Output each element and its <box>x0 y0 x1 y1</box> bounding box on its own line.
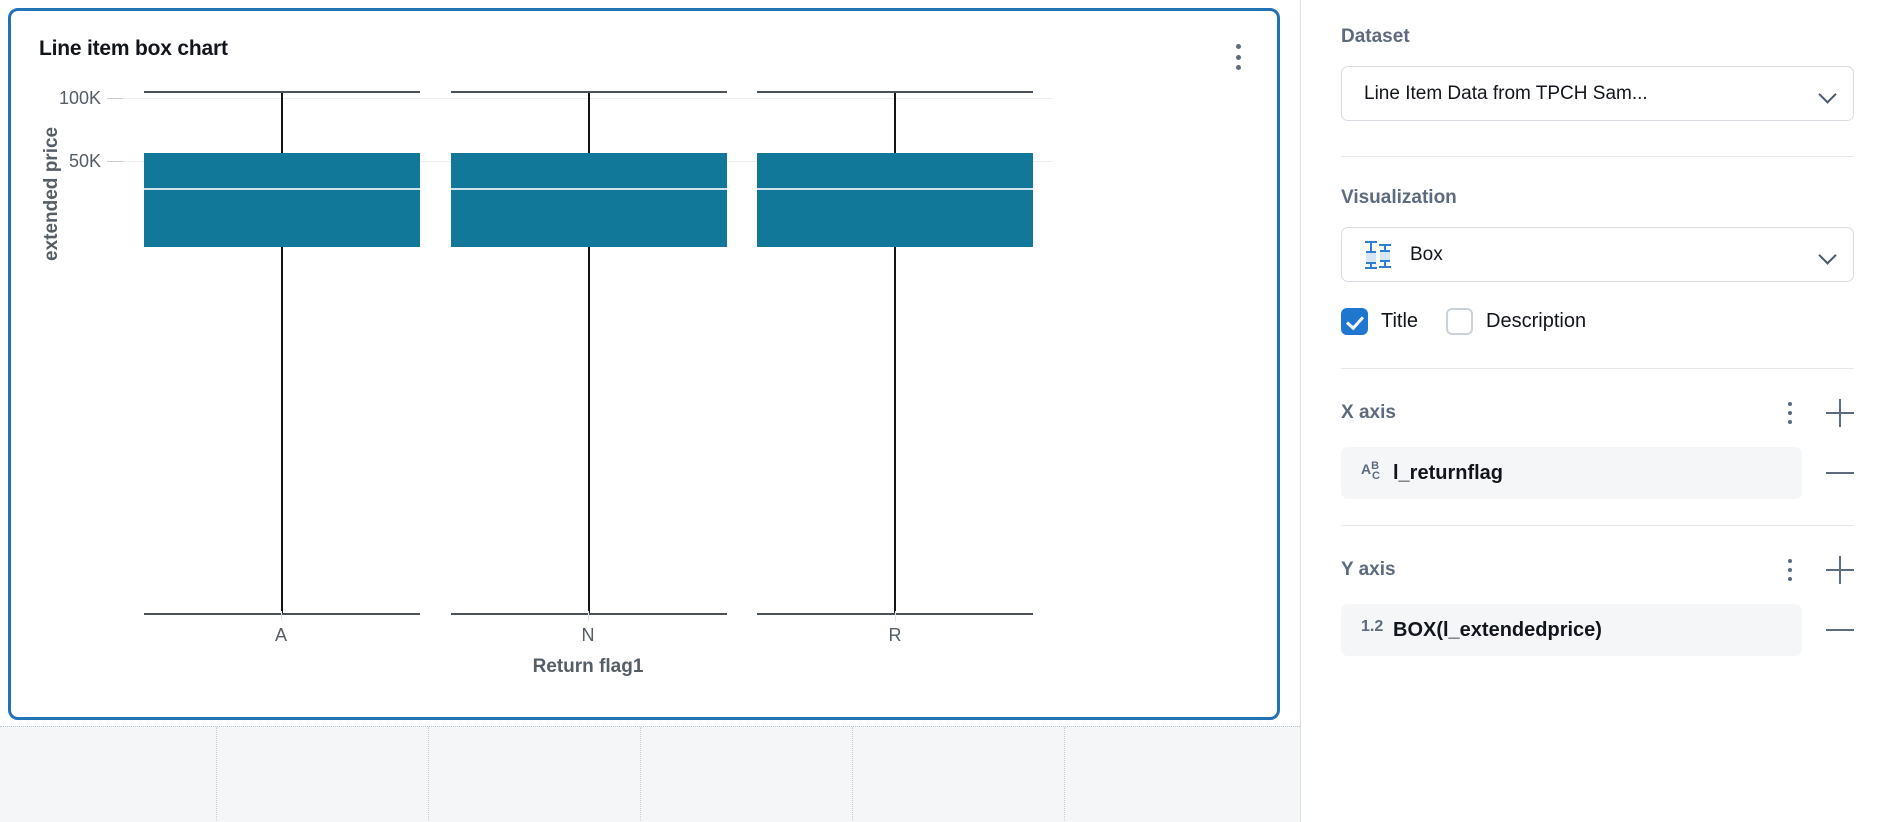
chart-kebab-menu-icon[interactable] <box>1227 44 1249 70</box>
y-axis-field-box-extendedprice[interactable]: 1.2 BOX(l_extendedprice) <box>1341 604 1802 656</box>
divider <box>1341 368 1854 369</box>
x-axis-remove-minus-icon[interactable] <box>1826 459 1854 487</box>
y-axis-label: Y axis <box>1341 559 1396 580</box>
chart-card[interactable]: Line item box chart extended price 100K … <box>8 8 1280 720</box>
box-plot-item-n[interactable] <box>451 11 727 717</box>
visualization-select[interactable]: Box <box>1341 227 1854 282</box>
display-toggles: Title Description <box>1301 308 1894 335</box>
box-plot: extended price 100K 50K <box>11 11 1277 717</box>
y-axis-remove-minus-icon[interactable] <box>1826 616 1854 644</box>
y-axis-field-name: BOX(l_extendedprice) <box>1393 618 1602 641</box>
x-axis-field-name: l_returnflag <box>1393 461 1504 484</box>
x-axis-plus-icon[interactable] <box>1826 399 1854 427</box>
box-plot-icon <box>1364 240 1398 270</box>
visualization-section: Visualization Box <box>1301 157 1894 282</box>
x-tick-label-n: N <box>581 625 595 645</box>
dataset-select[interactable]: Line Item Data from TPCH Sam... <box>1341 66 1854 121</box>
divider <box>1341 525 1854 526</box>
x-tick-label-a: A <box>274 625 287 645</box>
divider <box>1341 156 1854 157</box>
y-axis-field-row: 1.2 BOX(l_extendedprice) <box>1301 604 1894 656</box>
dashboard-canvas: Line item box chart extended price 100K … <box>0 8 1300 822</box>
chart-config-sidebar: Dataset Line Item Data from TPCH Sam... … <box>1300 0 1894 822</box>
box-plot-item-a[interactable] <box>144 11 420 717</box>
x-axis-header: X axis <box>1301 399 1894 427</box>
chevron-down-icon <box>1819 246 1837 264</box>
dataset-section: Dataset Line Item Data from TPCH Sam... <box>1301 0 1894 121</box>
y-axis-kebab-menu-icon[interactable] <box>1780 559 1800 581</box>
title-checkbox-label: Title <box>1381 310 1419 332</box>
x-axis-label: X axis <box>1341 402 1396 423</box>
dataset-label: Dataset <box>1341 26 1410 47</box>
x-axis-kebab-menu-icon[interactable] <box>1780 402 1800 424</box>
visualization-label: Visualization <box>1341 187 1457 208</box>
y-tick-label-50k: 50K <box>68 151 101 171</box>
dataset-selected-value: Line Item Data from TPCH Sam... <box>1364 82 1648 104</box>
box-plot-item-r[interactable] <box>757 11 1033 717</box>
description-checkbox-label: Description <box>1486 310 1587 332</box>
description-checkbox[interactable] <box>1446 308 1474 335</box>
x-tick-label-r: R <box>888 625 902 645</box>
y-axis-header: Y axis <box>1301 556 1894 584</box>
chevron-down-icon <box>1819 85 1837 103</box>
title-checkbox[interactable] <box>1341 308 1368 335</box>
y-axis-title: extended price <box>41 126 62 261</box>
y-tick-label-100k: 100K <box>58 88 101 108</box>
y-axis-plus-icon[interactable] <box>1826 556 1854 584</box>
chart-title: Line item box chart <box>39 37 228 60</box>
x-axis-title: Return flag1 <box>532 656 644 677</box>
canvas-grid-area[interactable] <box>0 726 1300 822</box>
visualization-selected-value: Box <box>1410 243 1443 265</box>
numeric-type-icon: 1.2 <box>1361 618 1384 635</box>
